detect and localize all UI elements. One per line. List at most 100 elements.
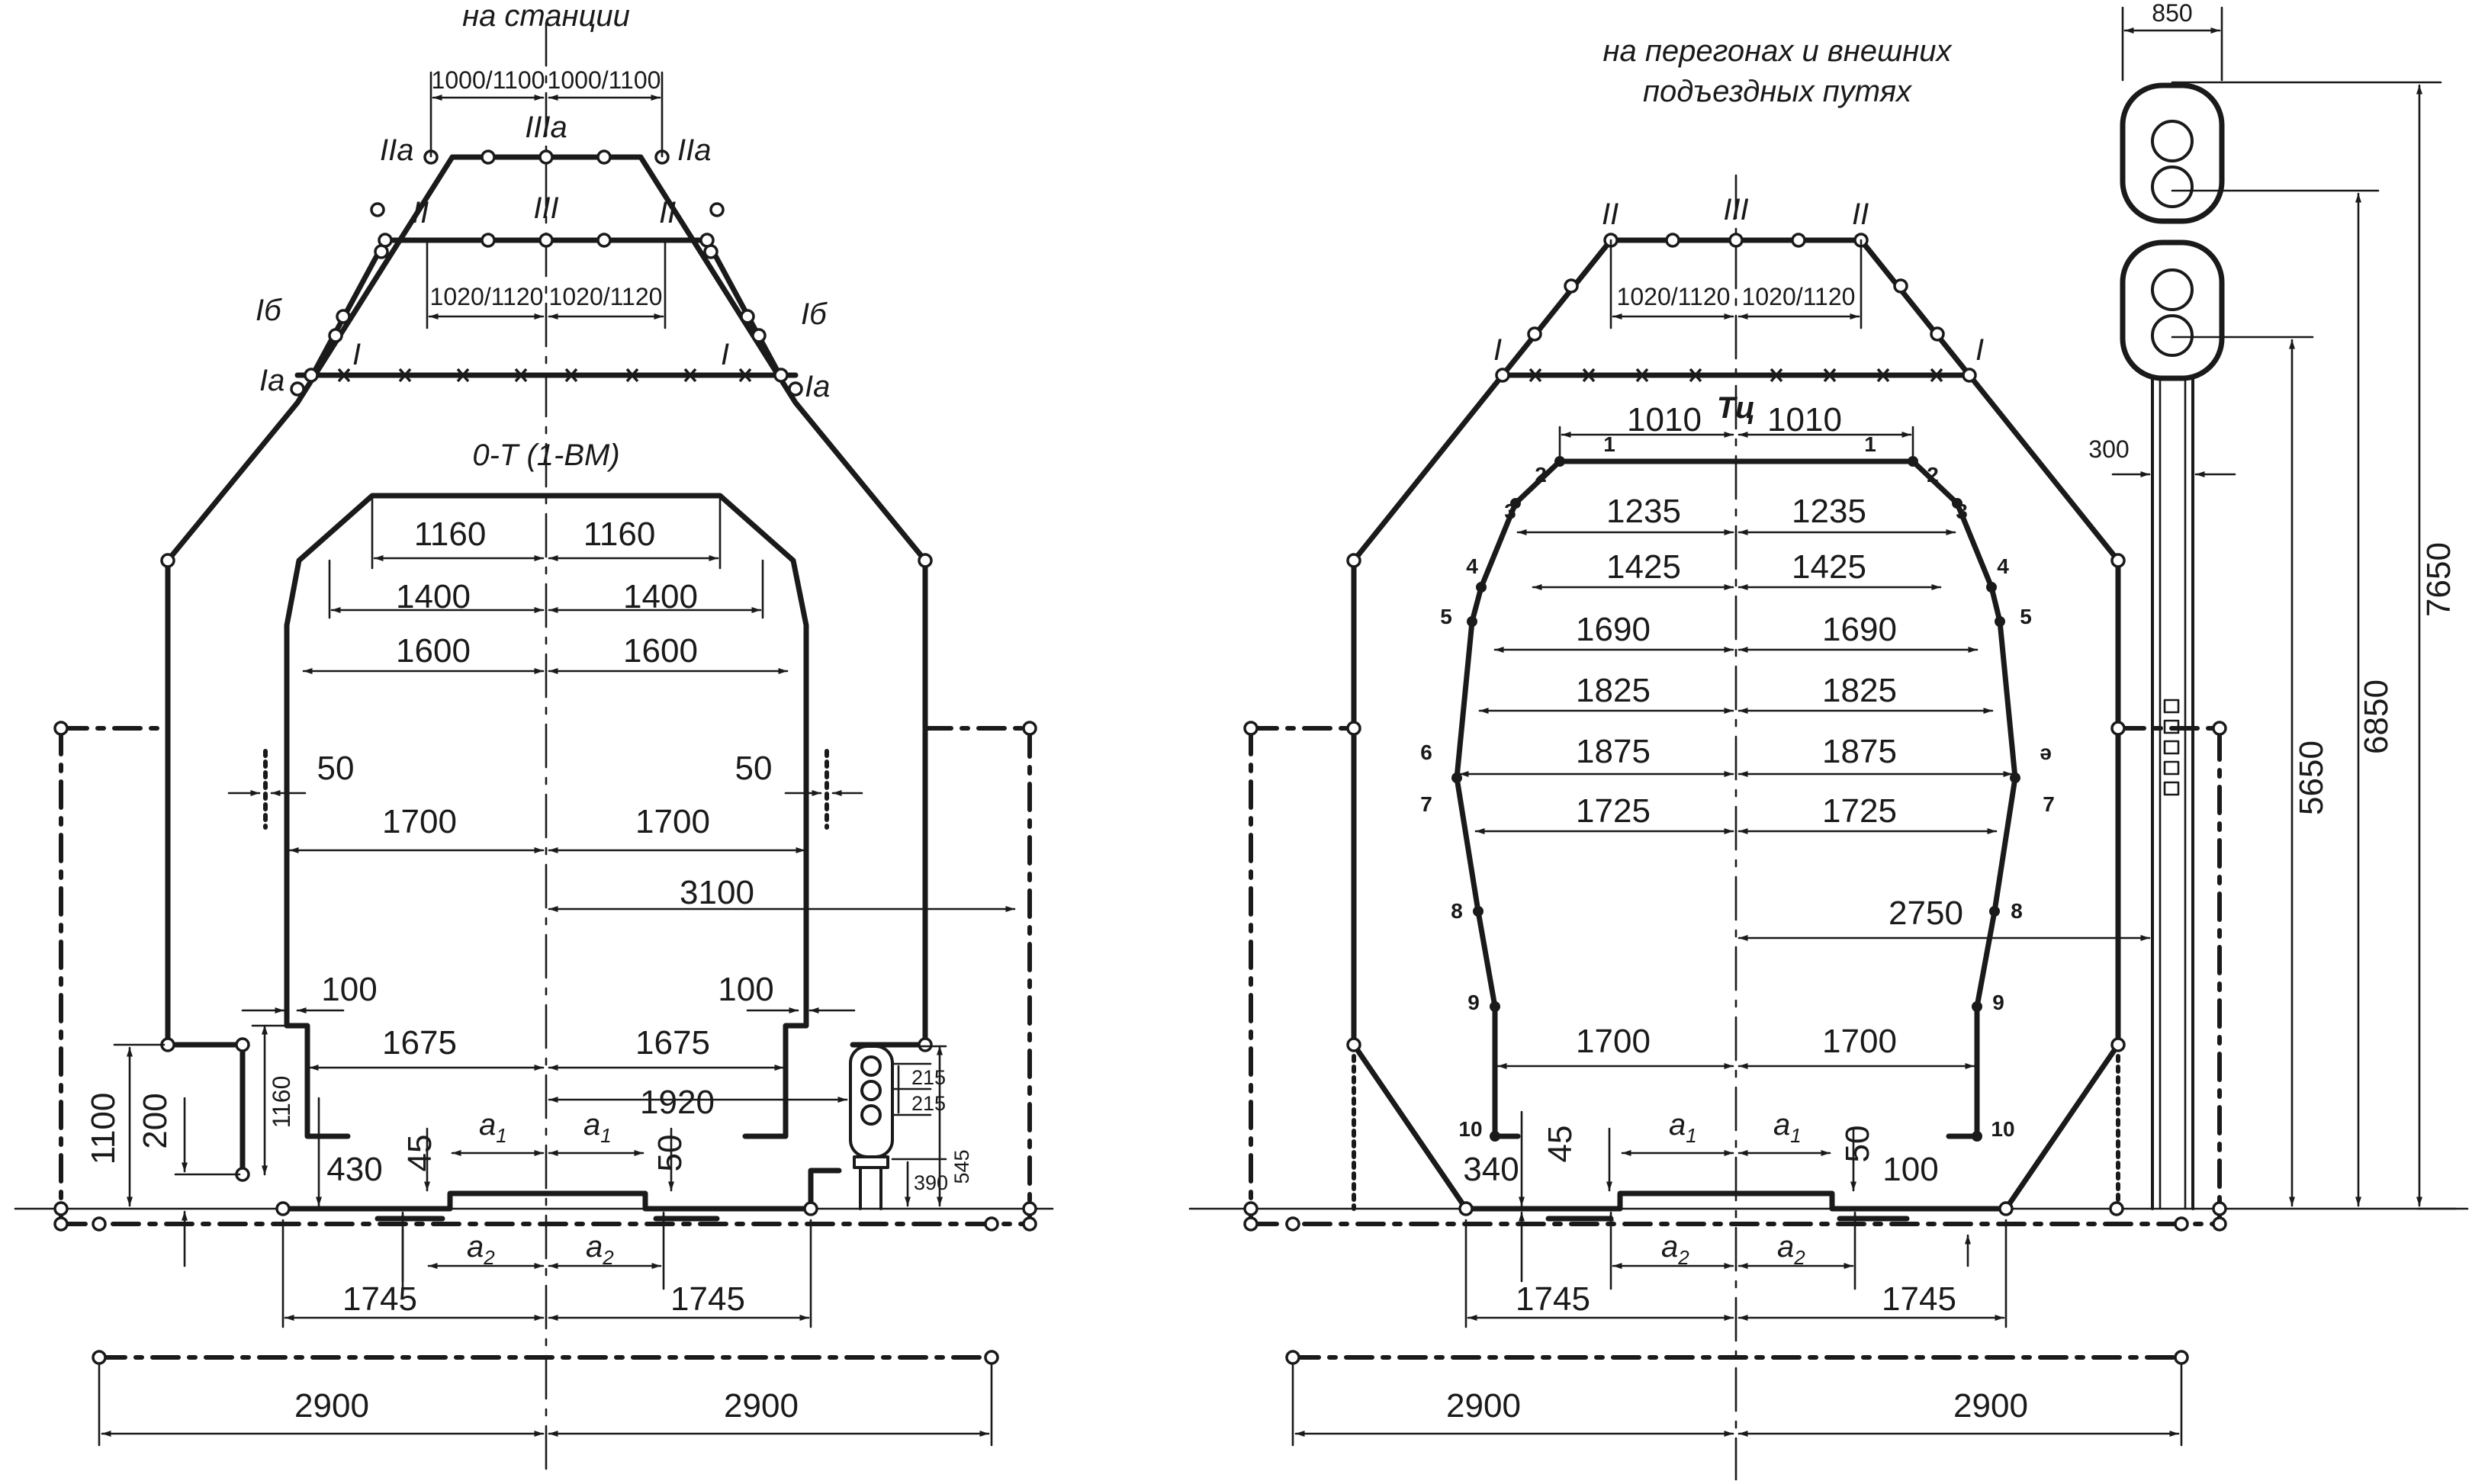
- dim-station-1600-left: 1600: [396, 632, 471, 670]
- station-platform-left: [165, 1042, 246, 1177]
- dim-station-200: 200: [137, 1093, 174, 1148]
- dim-haul-a1-left: a1: [1669, 1108, 1697, 1147]
- dim-station-1675-left: 1675: [382, 1024, 457, 1062]
- haul-dimension-lines: [1291, 6, 2458, 1447]
- dim-station-1160-right: 1160: [583, 516, 656, 553]
- dim-haul-2900-right: 2900: [1953, 1387, 2028, 1425]
- dim-haul-mid-left: 1020/1120: [1617, 283, 1731, 310]
- point-number-8-left: 8: [1451, 899, 1463, 923]
- dim-station-1400-right: 1400: [623, 578, 698, 615]
- point-number-9-right: 9: [1992, 991, 2004, 1014]
- point-number-2-left: 2: [1535, 463, 1547, 487]
- zone-label-III: III: [533, 191, 558, 225]
- dim-haul-a1-right: a1: [1773, 1108, 1802, 1147]
- haul-rolling-stock-contour: [1454, 458, 2018, 1139]
- signal-head-upper: [2120, 82, 2225, 224]
- dim-haul-1825-left: 1825: [1576, 672, 1651, 709]
- dim-station-100-left: 100: [321, 971, 377, 1008]
- dim-station-100-right: 100: [718, 971, 773, 1008]
- station-rolling-stock-contour: [284, 493, 809, 1139]
- point-number-8-right: 8: [2011, 899, 2023, 923]
- dim-station-1400-left: 1400: [396, 578, 471, 615]
- dim-station-390: 390: [914, 1171, 948, 1194]
- haul-gauge-drawing: на перегонах и внешних подъездных путях …: [1188, 0, 2469, 1481]
- haul-right-envelope: [2116, 726, 2222, 1226]
- dim-station-1600-right: 1600: [623, 632, 698, 670]
- signal-mast-box-3: [2163, 740, 2180, 755]
- dim-station-1745-left: 1745: [342, 1280, 417, 1318]
- dim-station-50-left: 50: [317, 750, 355, 787]
- haul-zone-label-I-right: I: [1975, 333, 1984, 367]
- point-number-4-right: 4: [1997, 554, 2009, 578]
- signal-mast-box-5: [2163, 781, 2180, 796]
- dim-station-50-vertical: 50: [651, 1135, 689, 1172]
- signal-lamp-3: [2151, 268, 2194, 311]
- station-rolling-stock-lower-left: [284, 965, 351, 1139]
- dim-station-1745-right: 1745: [670, 1280, 745, 1318]
- dim-haul-a2-left: a2: [1661, 1230, 1689, 1269]
- zone-label-IIIa: IIIa: [525, 111, 567, 144]
- point-number-7-left: 7: [1420, 792, 1432, 816]
- point-number-5-right: 5: [2020, 605, 2032, 628]
- dim-haul-1425-right: 1425: [1792, 548, 1866, 586]
- station-dimension-lines: [98, 71, 1016, 1447]
- dim-haul-1875-right: 1875: [1822, 733, 1897, 770]
- zone-label-II-left: II: [412, 196, 429, 230]
- dim-haul-850: 850: [2152, 0, 2192, 27]
- signal-head-lower: [2120, 239, 2225, 381]
- signal-lamp-2: [2151, 165, 2194, 208]
- point-number-6-right: ə: [2040, 740, 2052, 764]
- point-number-6-left: 6: [1420, 740, 1432, 764]
- dim-station-50-right: 50: [735, 750, 773, 787]
- haul-zone-label-II-left: II: [1602, 198, 1619, 231]
- haul-contour-nodes: [1243, 233, 2227, 1365]
- station-zone-i-crosses: [337, 368, 752, 383]
- zone-label-I-left: I: [352, 338, 361, 371]
- dim-haul-45: 45: [1541, 1126, 1579, 1163]
- point-number-1-left: 1: [1603, 432, 1615, 456]
- station-gauge-drawing: на станции 0-Т (1-ВМ) IIIa IIa IIa III I…: [14, 0, 1054, 1481]
- dim-station-215-a: 215: [911, 1066, 946, 1089]
- dim-haul-mid-right: 1020/1120: [1742, 283, 1856, 310]
- dim-station-45: 45: [401, 1135, 439, 1172]
- point-number-10-right: 10: [1991, 1117, 2014, 1141]
- zone-label-II-right: II: [659, 196, 676, 230]
- dim-station-top-right: 1000/1100: [548, 66, 661, 94]
- dim-station-a2-right: a2: [586, 1230, 614, 1269]
- signal-lamp-4: [2151, 314, 2194, 357]
- dwarf-signal-lamp-1: [860, 1055, 882, 1077]
- dwarf-signal-lamp-3: [860, 1104, 882, 1126]
- point-number-10-left: 10: [1458, 1117, 1482, 1141]
- dim-haul-1700-left: 1700: [1576, 1023, 1651, 1060]
- dim-haul-2750: 2750: [1889, 895, 1963, 932]
- dim-station-3100: 3100: [680, 874, 754, 911]
- point-number-3-left: 3: [1504, 499, 1516, 523]
- zone-label-IIa-left: IIa: [380, 133, 413, 167]
- dim-station-430: 430: [326, 1151, 382, 1188]
- dim-haul-1010-right: 1010: [1767, 401, 1842, 438]
- dim-haul-1725-right: 1725: [1822, 792, 1897, 830]
- dim-haul-1825-right: 1825: [1822, 672, 1897, 709]
- dim-station-a1-left: a1: [479, 1108, 507, 1147]
- station-left-envelope: [59, 726, 170, 1226]
- haul-rolling-stock-label: Тц: [1717, 391, 1755, 425]
- dwarf-signal-body: [849, 1045, 894, 1158]
- zone-label-IIa-right: IIa: [677, 133, 711, 167]
- dim-station-215-b: 215: [911, 1092, 946, 1115]
- haul-track-profile: [1463, 1190, 2009, 1212]
- signal-mast-box-4: [2163, 760, 2180, 776]
- point-number-4-left: 4: [1466, 554, 1478, 578]
- dim-station-1100: 1100: [85, 1093, 122, 1165]
- dim-station-1160-left: 1160: [414, 516, 487, 553]
- dim-haul-1010-left: 1010: [1627, 401, 1702, 438]
- dim-station-a1-right: a1: [583, 1108, 612, 1147]
- dim-station-545: 545: [950, 1149, 973, 1184]
- haul-zone-label-III: III: [1723, 193, 1748, 226]
- dwarf-signal-lamp-2: [860, 1080, 882, 1101]
- dim-haul-340: 340: [1463, 1151, 1519, 1188]
- zone-label-Ib-right: Iб: [801, 297, 828, 331]
- point-number-2-right: 2: [1927, 463, 1939, 487]
- station-contour-nodes: [53, 149, 1037, 1365]
- dim-station-top-left: 1000/1100: [432, 66, 545, 94]
